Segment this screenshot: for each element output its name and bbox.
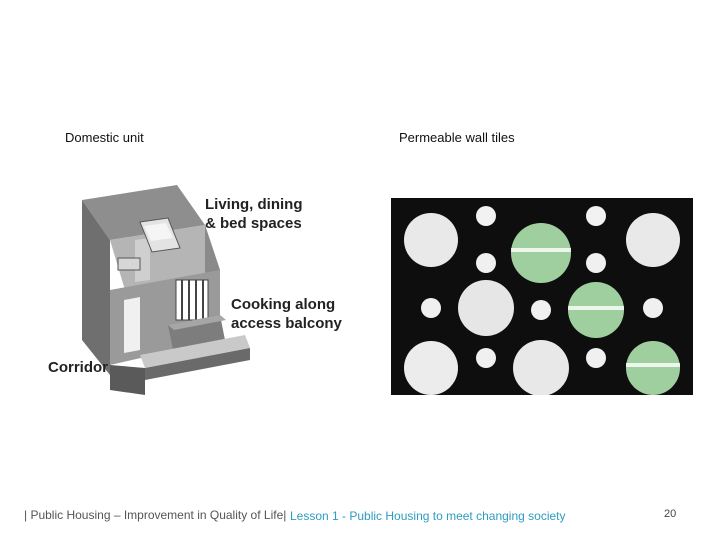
page-number: 20 <box>664 508 677 520</box>
domestic-unit-caption: Domestic unit <box>65 130 144 145</box>
cooking-balcony-label: Cooking along access balcony <box>231 296 342 332</box>
permeable-wall-tiles-photo <box>391 198 693 395</box>
domestic-unit-illustration: Living, dining & bed spaces Cooking alon… <box>40 180 370 395</box>
isometric-unit-drawing <box>82 185 250 395</box>
footer-lesson-title: Lesson 1 - Public Housing to meet changi… <box>290 509 566 523</box>
wall-tiles-caption: Permeable wall tiles <box>399 130 515 145</box>
footer-course-title: | Public Housing – Improvement in Qualit… <box>24 508 287 522</box>
tile-pattern-drawing <box>391 198 693 395</box>
living-dining-label: Living, dining & bed spaces <box>205 196 303 232</box>
corridor-label: Corridor <box>48 359 108 376</box>
